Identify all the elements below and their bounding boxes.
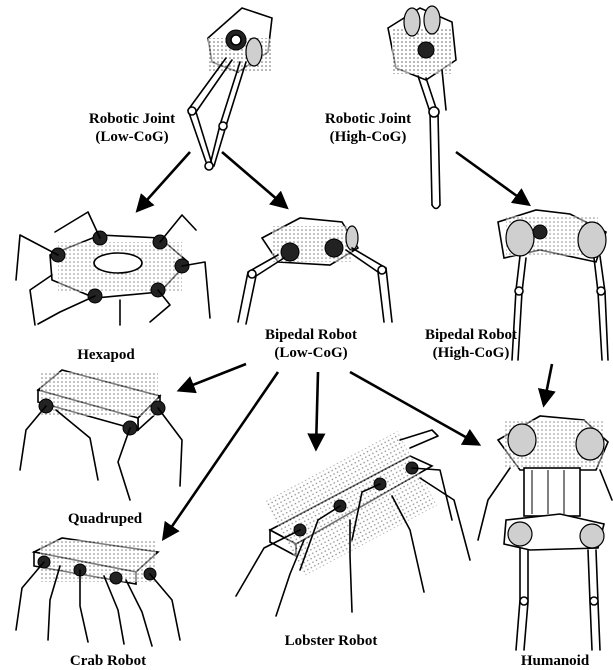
- humanoid-drawing: [478, 416, 612, 650]
- crab-robot-drawing: [16, 538, 180, 646]
- label-robotic-joint-high-cog-line2: (High-CoG): [308, 128, 428, 146]
- label-lobster-robot-text: Lobster Robot: [266, 632, 396, 650]
- label-humanoid-text: Humanoid: [500, 652, 610, 670]
- label-bipedal-robot-low-cog-line2: (Low-CoG): [246, 344, 376, 362]
- quadruped-drawing: [20, 370, 182, 500]
- label-robotic-joint-high-cog: Robotic Joint (High-CoG): [308, 110, 428, 146]
- arrow-biped-low-to-quadruped: [180, 364, 246, 390]
- label-bipedal-robot-high-cog-line2: (High-CoG): [406, 344, 536, 362]
- label-crab-robot: Crab Robot: [48, 652, 168, 670]
- label-hexapod: Hexapod: [60, 346, 152, 364]
- label-bipedal-robot-high-cog: Bipedal Robot (High-CoG): [406, 326, 536, 362]
- hexapod-drawing: [16, 212, 210, 325]
- arrow-joint-low-to-hexapod: [138, 152, 190, 210]
- label-humanoid: Humanoid: [500, 652, 610, 670]
- arrow-biped-low-to-lobster: [316, 372, 318, 448]
- label-robotic-joint-high-cog-line1: Robotic Joint: [308, 110, 428, 128]
- label-robotic-joint-low-cog-line2: (Low-CoG): [72, 128, 192, 146]
- arrow-joint-low-to-biped-low: [222, 152, 286, 207]
- label-robotic-joint-low-cog: Robotic Joint (Low-CoG): [72, 110, 192, 146]
- robotic-joint-high-cog-drawing: [388, 6, 456, 209]
- label-crab-robot-text: Crab Robot: [48, 652, 168, 670]
- arrow-joint-high-to-biped-high: [456, 152, 528, 204]
- label-bipedal-robot-low-cog: Bipedal Robot (Low-CoG): [246, 326, 376, 362]
- label-quadruped-text: Quadruped: [50, 510, 160, 528]
- label-hexapod-text: Hexapod: [60, 346, 152, 364]
- label-bipedal-robot-low-cog-line1: Bipedal Robot: [246, 326, 376, 344]
- arrow-biped-high-to-humanoid: [544, 364, 552, 404]
- bipedal-robot-low-cog-drawing: [238, 218, 392, 324]
- robotic-joint-low-cog-drawing: [188, 8, 272, 170]
- label-quadruped: Quadruped: [50, 510, 160, 528]
- label-bipedal-robot-high-cog-line1: Bipedal Robot: [406, 326, 536, 344]
- label-lobster-robot: Lobster Robot: [266, 632, 396, 650]
- label-robotic-joint-low-cog-line1: Robotic Joint: [72, 110, 192, 128]
- lobster-robot-drawing: [236, 430, 470, 616]
- arrow-biped-low-to-humanoid: [350, 372, 478, 444]
